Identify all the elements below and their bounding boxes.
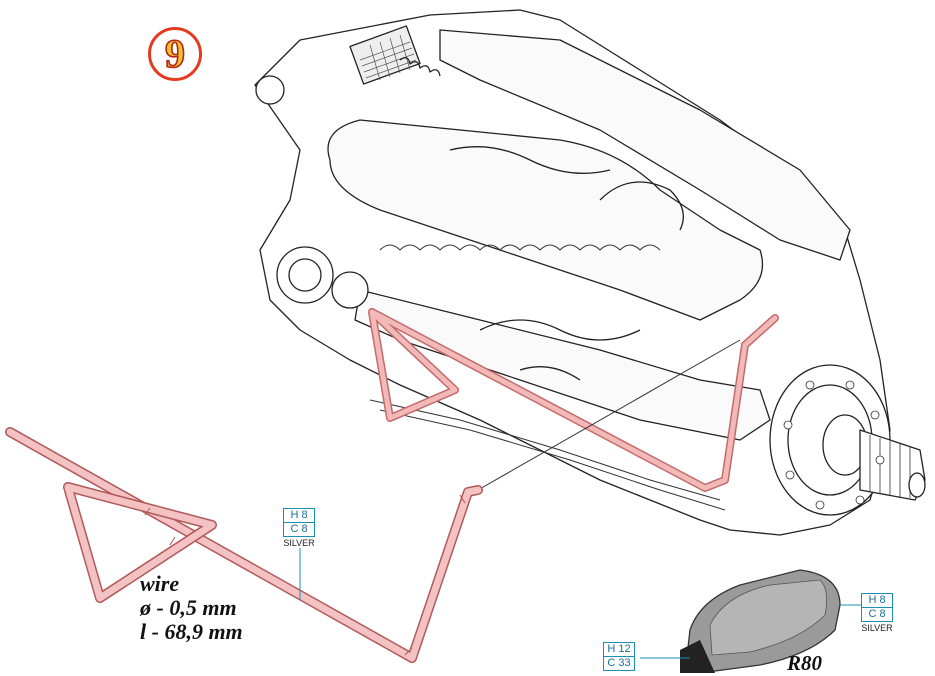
wire-diameter: ø - 0,5 mm	[140, 595, 237, 620]
paint-name: SILVER	[283, 538, 315, 548]
wire-title: wire	[140, 571, 180, 596]
installed-wire	[368, 308, 779, 492]
cover-part-r80	[640, 569, 862, 673]
paint-code-h: H 8	[861, 593, 893, 607]
paint-code-c: C 33	[603, 656, 635, 671]
paint-code-c: C 8	[861, 607, 893, 622]
step-badge-ring	[148, 27, 202, 81]
wire-length: l - 68,9 mm	[140, 619, 243, 644]
part-code: R80	[787, 651, 823, 675]
paint-code-cover: H 8 C 8 SILVER	[861, 593, 893, 633]
paint-code-hose: H 12 C 33	[603, 642, 635, 671]
step-number-badge: 9	[148, 27, 202, 81]
paint-code-c: C 8	[283, 522, 315, 537]
paint-name: SILVER	[861, 623, 893, 633]
bent-wire-part	[5, 427, 483, 663]
leader-line	[477, 339, 741, 491]
paint-code-h: H 12	[603, 642, 635, 656]
wire-spec: wire ø - 0,5 mm l - 68,9 mm	[140, 572, 243, 644]
paint-code-h: H 8	[283, 508, 315, 522]
step-number: 9	[164, 31, 186, 76]
paint-code-wire: H 8 C 8 SILVER	[283, 508, 315, 548]
engine-illustration	[254, 9, 926, 536]
